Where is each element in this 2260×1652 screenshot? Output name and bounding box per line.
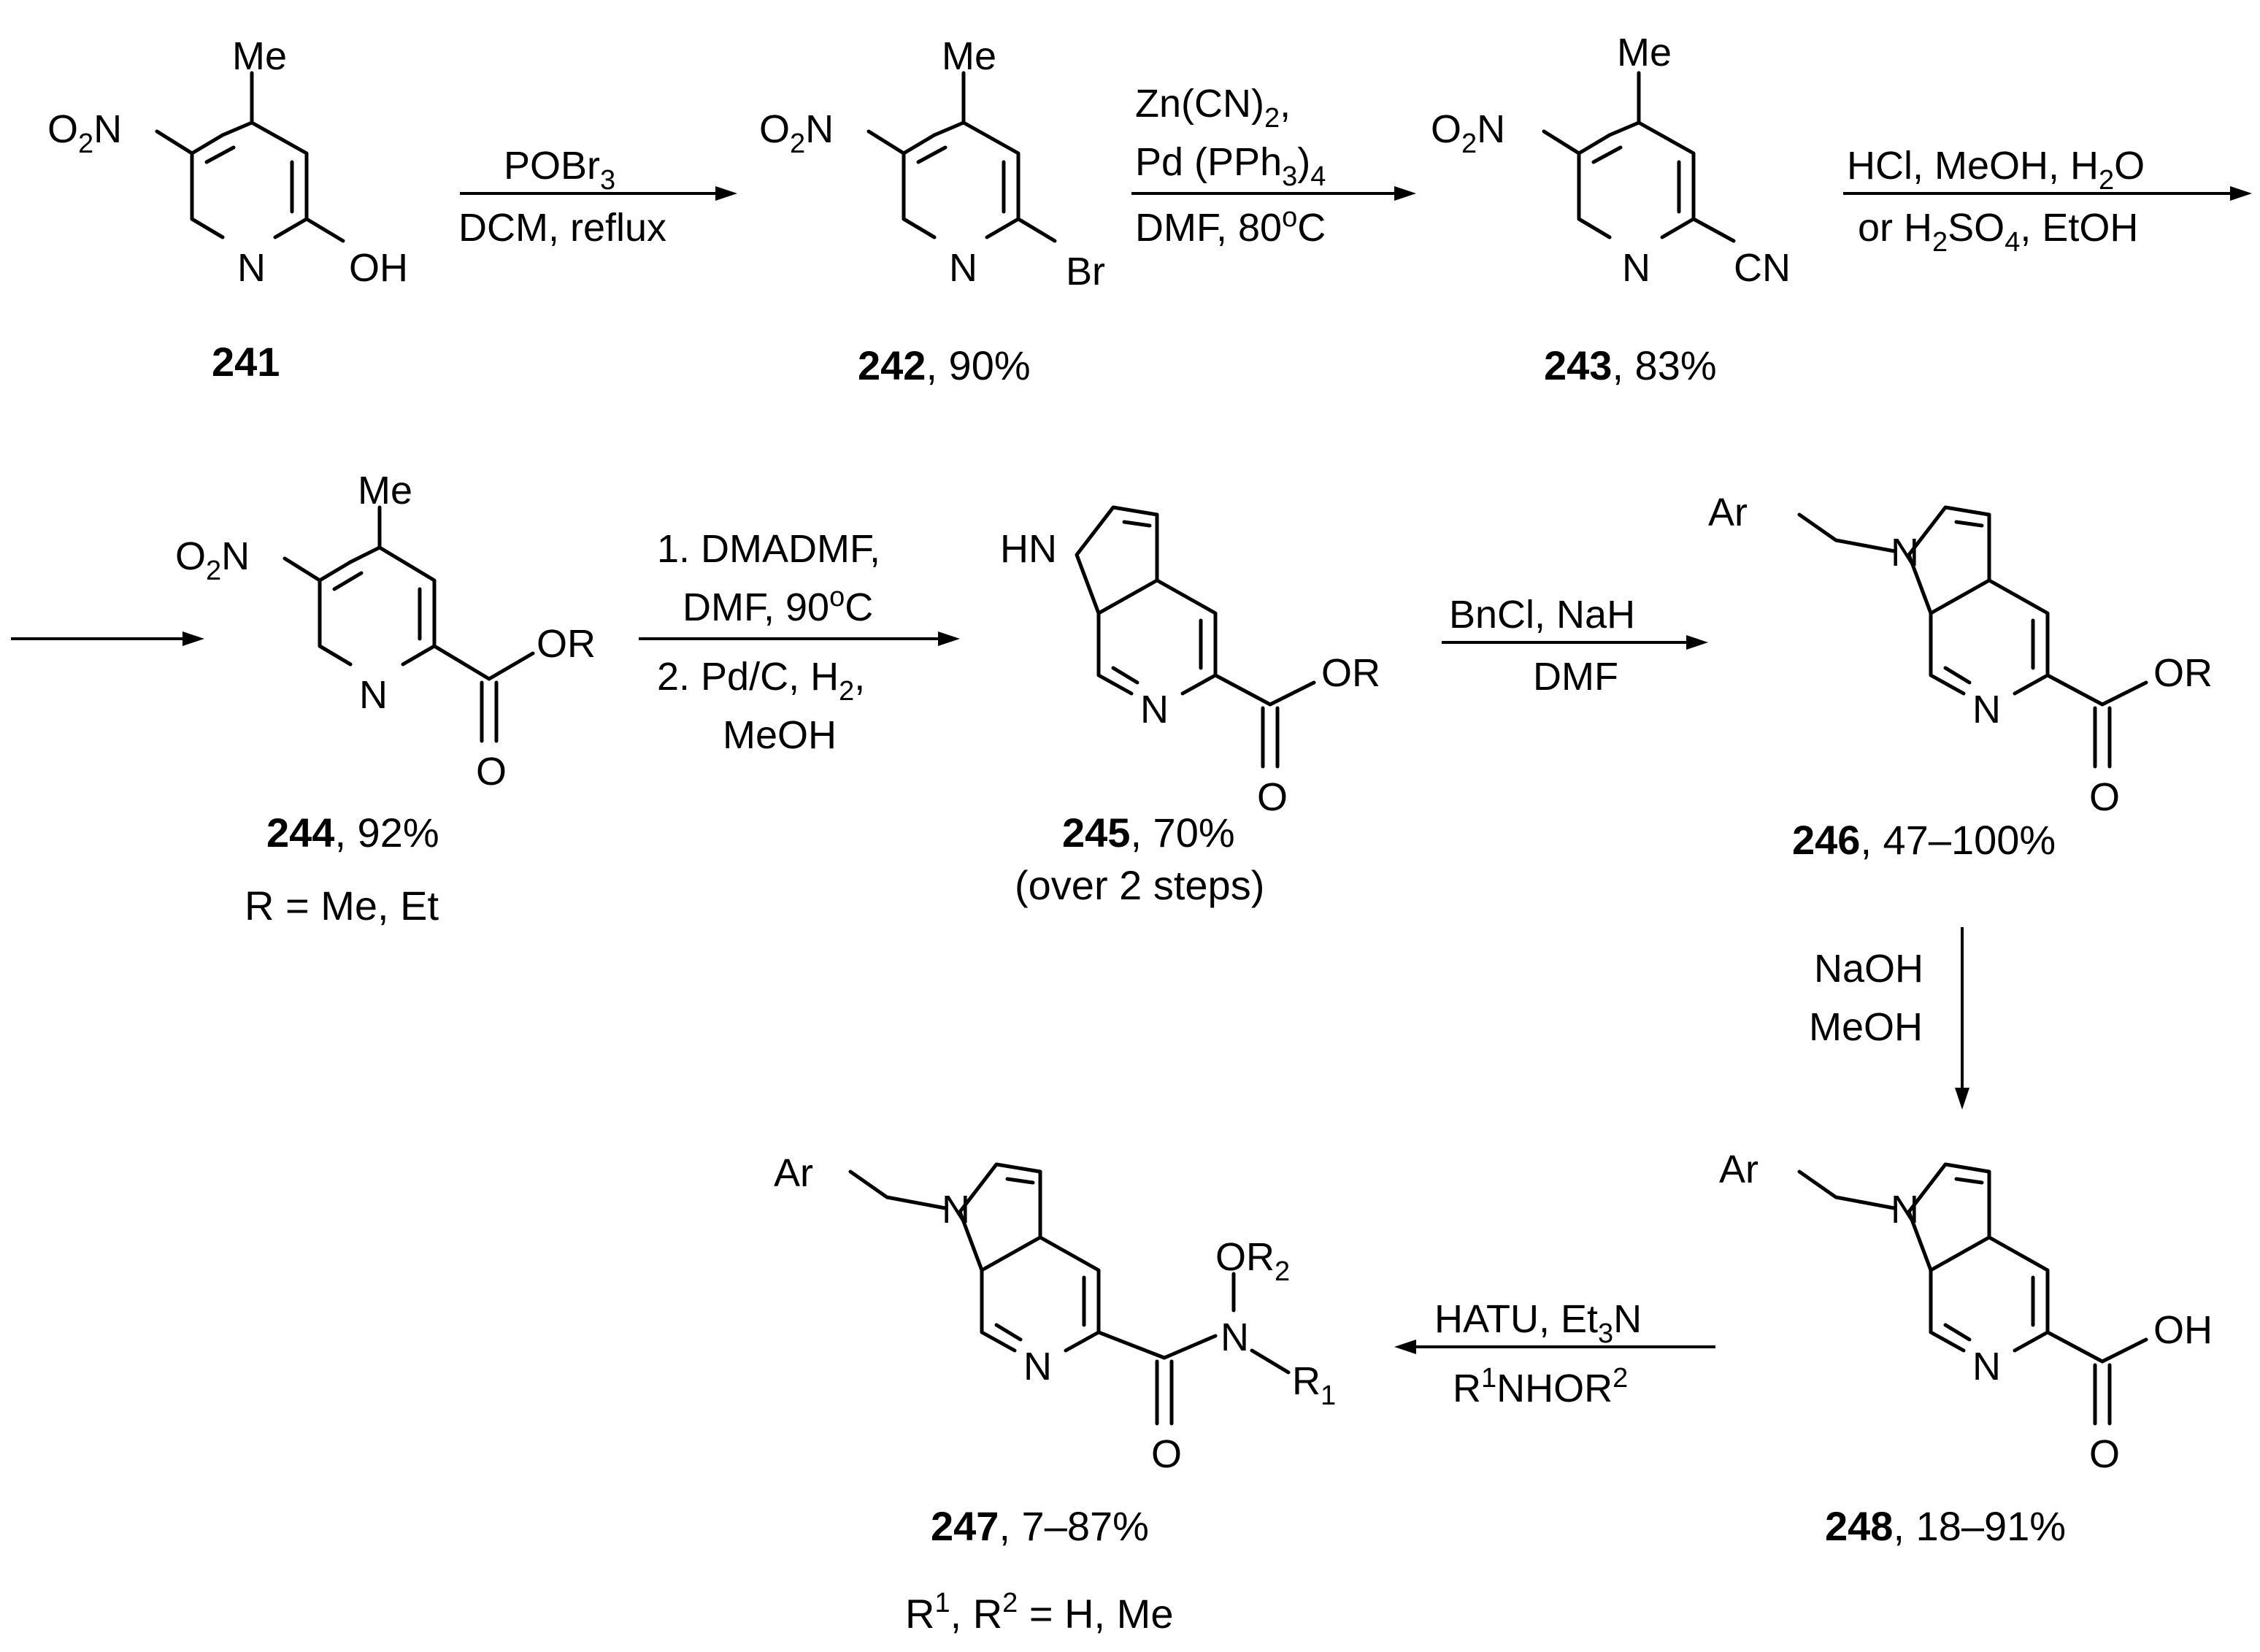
step-2-reagent-1: Zn(CN)2, bbox=[1135, 82, 1291, 134]
step-5-reagent: BnCl, NaH bbox=[1449, 593, 1635, 637]
aryl-label: Ar bbox=[774, 1151, 813, 1195]
nitro-label: O2N bbox=[759, 107, 834, 159]
step-4-solvent: MeOH bbox=[723, 713, 837, 757]
amide-n-label: N bbox=[1221, 1315, 1249, 1359]
pyrrole-n-label: N bbox=[942, 1188, 970, 1232]
ester-or-label: OR bbox=[1321, 651, 1380, 695]
carbonyl-o-label: O bbox=[476, 750, 507, 794]
compound-246-label: 246, 47–100% bbox=[1792, 817, 2056, 863]
methyl-label: Me bbox=[232, 34, 287, 78]
pyrrole-n-label: N bbox=[1891, 531, 1919, 575]
step-4-reagent-2: DMF, 90oC bbox=[683, 582, 873, 629]
methyl-label: Me bbox=[942, 34, 996, 78]
carboxyl-oh-label: OH bbox=[2153, 1308, 2213, 1352]
step-7-amine: R1NHOR2 bbox=[1453, 1363, 1628, 1410]
step-6-base: NaOH bbox=[1814, 947, 1923, 991]
step-2-arrow: Zn(CN)2, Pd (PPh3)4 DMF, 80oC bbox=[1131, 82, 1416, 250]
step-2-reagent-2: Pd (PPh3)4 bbox=[1135, 140, 1326, 192]
step-3-conditions: or H2SO4, EtOH bbox=[1858, 206, 2138, 258]
step-7-reagent: HATU, Et3N bbox=[1434, 1297, 1642, 1349]
compound-245-note: (over 2 steps) bbox=[1015, 862, 1264, 908]
step-1-arrow: POBr3 DCM, reflux bbox=[458, 144, 737, 250]
carbonyl-o-label: O bbox=[2089, 775, 2120, 819]
carbonyl-o-label: O bbox=[2089, 1432, 2120, 1476]
compound-245-structure: HN N OR O bbox=[1000, 505, 1380, 819]
carbonyl-o-label: O bbox=[1151, 1432, 1182, 1476]
compound-242-structure: Me O2N N Br bbox=[759, 34, 1105, 293]
ester-or-label: OR bbox=[2153, 651, 2213, 695]
compound-247-structure: Ar N N N OR2 R1 O bbox=[774, 1151, 1336, 1476]
compound-247-r-note: R1, R2 = H, Me bbox=[905, 1588, 1173, 1637]
compound-242-label: 242, 90% bbox=[858, 342, 1031, 388]
nitro-label: O2N bbox=[47, 107, 122, 159]
compound-244-label: 244, 92% bbox=[266, 810, 439, 856]
compound-246-structure: Ar N N OR O bbox=[1708, 491, 2213, 819]
compound-243-structure: Me O2N N CN bbox=[1431, 31, 1791, 290]
aryl-label: Ar bbox=[1708, 491, 1748, 534]
pyridine-n-label: N bbox=[1972, 1345, 2001, 1388]
step-4-reagent-3: 2. Pd/C, H2, bbox=[657, 655, 865, 707]
compound-244-structure: Me O2N N OR O bbox=[175, 469, 596, 794]
nitro-label: O2N bbox=[175, 534, 250, 586]
nitrile-label: CN bbox=[1734, 246, 1791, 290]
aryl-label: Ar bbox=[1719, 1148, 1759, 1191]
compound-248-structure: Ar N N OH O bbox=[1719, 1148, 2213, 1476]
pyrrole-n-label: N bbox=[1891, 1188, 1919, 1232]
methyl-label: Me bbox=[1617, 31, 1672, 74]
pyridine-n-label: N bbox=[359, 673, 388, 717]
compound-241-structure: Me O2N N OH bbox=[47, 34, 408, 290]
step-4-reagent-1: 1. DMADMF, bbox=[657, 527, 880, 571]
step-2-conditions: DMF, 80oC bbox=[1135, 202, 1326, 250]
hydroxyl-label: OH bbox=[349, 246, 408, 290]
pyridine-n-label: N bbox=[1023, 1345, 1052, 1388]
step-5-solvent: DMF bbox=[1533, 655, 1618, 699]
pyridine-n-label: N bbox=[1972, 688, 2001, 731]
ester-or-label: OR bbox=[537, 622, 596, 666]
step-3-arrow: HCl, MeOH, H2O or H2SO4, EtOH bbox=[11, 144, 2252, 646]
carbonyl-o-label: O bbox=[1257, 775, 1288, 819]
step-3-reagent: HCl, MeOH, H2O bbox=[1847, 144, 2145, 196]
step-1-conditions: DCM, reflux bbox=[458, 206, 666, 250]
pyridine-n-label: N bbox=[1622, 246, 1650, 290]
pyridine-n-label: N bbox=[949, 246, 977, 290]
compound-244-r-note: R = Me, Et bbox=[245, 883, 439, 929]
pyrrole-nh-label: HN bbox=[1000, 527, 1057, 571]
compound-245-label: 245, 70% bbox=[1062, 810, 1235, 856]
step-6-arrow: NaOH MeOH bbox=[1809, 927, 1969, 1110]
methyl-label: Me bbox=[358, 469, 412, 512]
step-4-arrow: 1. DMADMF, DMF, 90oC 2. Pd/C, H2, MeOH bbox=[639, 527, 960, 757]
pyridine-n-label: N bbox=[237, 246, 266, 290]
bromo-label: Br bbox=[1066, 250, 1105, 293]
compound-248-label: 248, 18–91% bbox=[1825, 1503, 2066, 1549]
compound-247-label: 247, 7–87% bbox=[931, 1503, 1149, 1549]
compound-241-label: 241 bbox=[212, 339, 280, 385]
or2-label: OR2 bbox=[1215, 1235, 1290, 1287]
step-1-reagent: POBr3 bbox=[504, 144, 615, 196]
r1-label: R1 bbox=[1292, 1359, 1336, 1411]
step-7-arrow: HATU, Et3N R1NHOR2 bbox=[1394, 1297, 1715, 1410]
step-5-arrow: BnCl, NaH DMF bbox=[1442, 593, 1708, 699]
pyridine-n-label: N bbox=[1140, 688, 1169, 731]
step-6-solvent: MeOH bbox=[1809, 1005, 1923, 1049]
nitro-label: O2N bbox=[1431, 107, 1505, 159]
compound-243-label: 243, 83% bbox=[1544, 342, 1717, 388]
